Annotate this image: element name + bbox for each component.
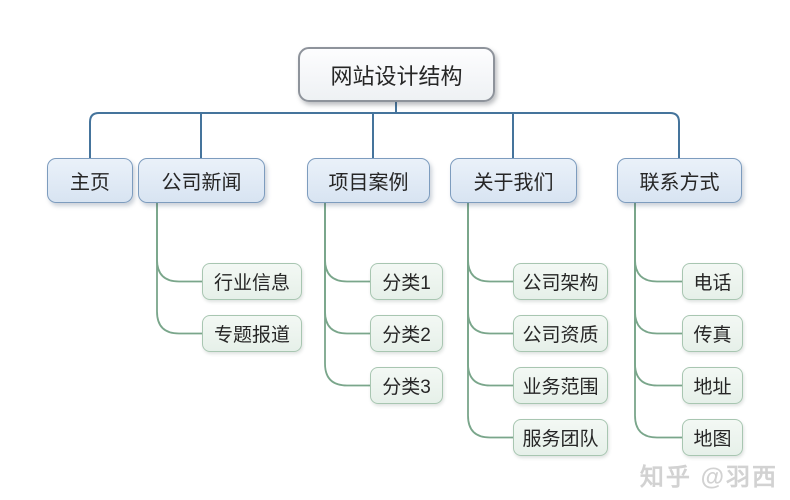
node-industry-info[interactable]: 行业信息: [202, 263, 302, 300]
node-project-cases[interactable]: 项目案例: [307, 158, 430, 203]
node-category-2[interactable]: 分类2: [370, 315, 443, 352]
node-contact[interactable]: 联系方式: [617, 158, 742, 203]
node-category-3[interactable]: 分类3: [370, 367, 443, 404]
node-fax[interactable]: 传真: [682, 315, 743, 352]
connector-branch-company-structure: [467, 202, 514, 283]
node-root-topic[interactable]: 网站设计结构: [298, 47, 495, 102]
connector-branch-service-team: [467, 202, 514, 439]
connector-branch-phone: [634, 202, 683, 283]
node-phone[interactable]: 电话: [682, 263, 743, 300]
node-map[interactable]: 地图: [682, 419, 743, 456]
node-company-news[interactable]: 公司新闻: [138, 158, 265, 203]
node-category-1[interactable]: 分类1: [370, 263, 443, 300]
watermark-zhihu: 知乎 @羽西: [639, 464, 778, 491]
node-business-scope[interactable]: 业务范围: [513, 367, 608, 404]
node-about-us[interactable]: 关于我们: [450, 158, 577, 203]
connector-branch-company-qualifications: [467, 202, 514, 335]
node-company-qualifications[interactable]: 公司资质: [513, 315, 608, 352]
connector-branch-address: [634, 202, 683, 387]
node-company-structure[interactable]: 公司架构: [513, 263, 608, 300]
node-special-reports[interactable]: 专题报道: [202, 315, 302, 352]
connector-branch-fax: [634, 202, 683, 335]
connector-branch-special-reports: [156, 202, 203, 335]
connector-branch-business-scope: [467, 202, 514, 387]
connector-branch-map: [634, 202, 683, 439]
node-service-team[interactable]: 服务团队: [513, 419, 608, 456]
node-home[interactable]: 主页: [47, 158, 133, 203]
connector-bus: [89, 112, 680, 159]
connector-branch-category-2: [324, 202, 371, 335]
connector-branch-industry-info: [156, 202, 203, 283]
node-address[interactable]: 地址: [682, 367, 743, 404]
connector-branch-category-1: [324, 202, 371, 283]
connector-branch-category-3: [324, 202, 371, 387]
